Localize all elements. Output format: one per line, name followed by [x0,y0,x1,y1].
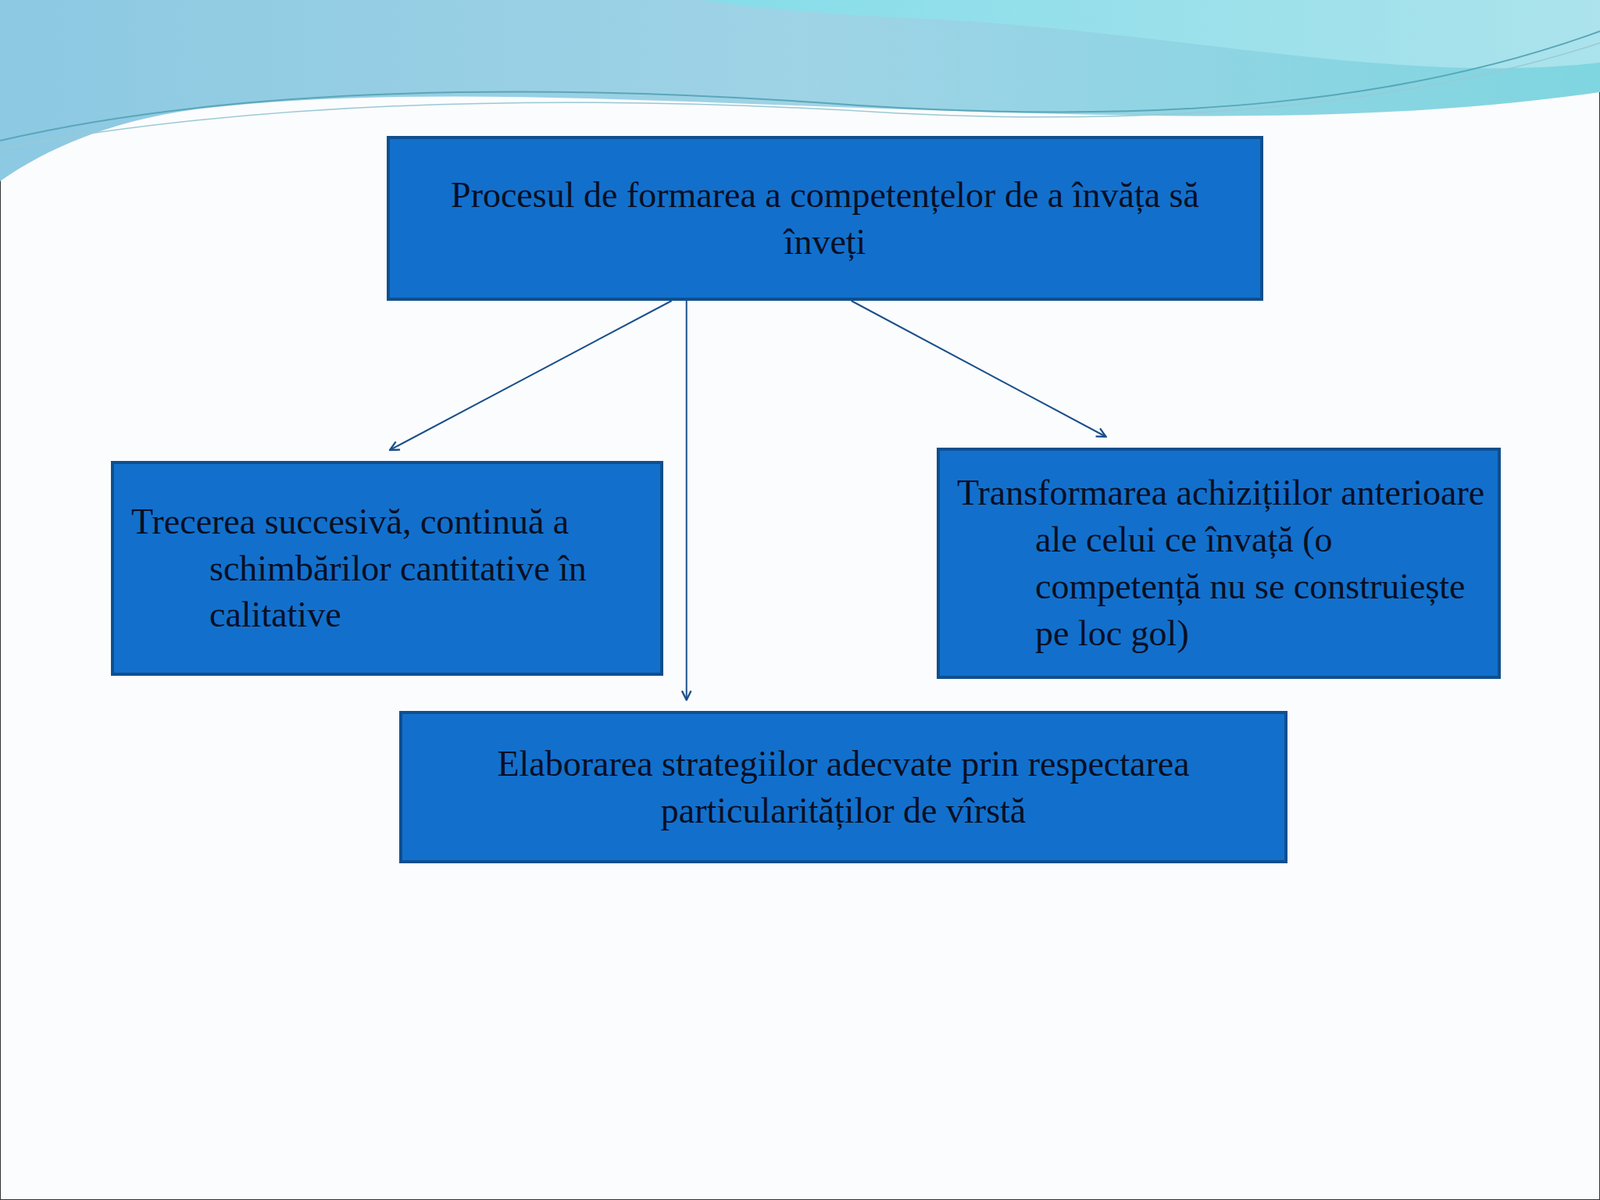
process-box: Elaborarea strategiilor adecvate prin re… [399,710,1288,864]
box-text: Procesul de formarea a competențelor de … [389,171,1261,266]
box-text: Transformarea achizițiilor anterioare al… [939,469,1498,657]
process-box: Trecerea succesivă, continuă a schimbări… [110,460,664,676]
box-text: Elaborarea strategiilor adecvate prin re… [402,740,1285,835]
arrow-connector [389,300,672,450]
process-box: Procesul de formarea a competențelor de … [386,135,1264,301]
arrow-connector [851,300,1107,437]
arrow-connector [685,300,688,700]
box-text: Trecerea succesivă, continuă a schimbări… [114,498,661,639]
process-box: Transformarea achizițiilor anterioare al… [936,447,1501,679]
